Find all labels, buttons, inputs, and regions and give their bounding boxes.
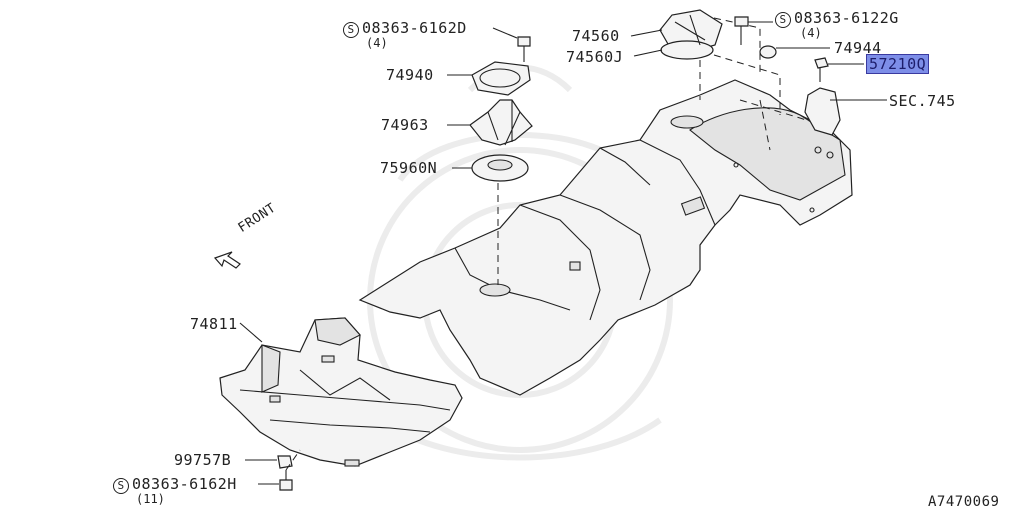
grommet-74944-drawing (759, 45, 830, 59)
label-75960n[interactable]: 75960N (380, 159, 438, 177)
label-74560j[interactable]: 74560J (566, 48, 624, 66)
label-74944[interactable]: 74944 (834, 39, 882, 57)
front-arrow-icon (213, 251, 241, 269)
qty-bolt-6162h: (11) (136, 492, 165, 506)
qty-bolt-6162d: (4) (366, 36, 388, 50)
label-74560[interactable]: 74560 (572, 27, 620, 45)
nut-99757b-drawing (245, 455, 293, 469)
qty-bolt-6122g: (4) (800, 26, 822, 40)
shift-boot-drawing (659, 9, 831, 151)
label-74811[interactable]: 74811 (190, 315, 238, 333)
s-symbol-icon: S (113, 478, 129, 494)
label-99757b[interactable]: 99757B (174, 451, 232, 469)
s-symbol-icon: S (343, 22, 359, 38)
bolt-6162d-drawing (492, 27, 531, 62)
label-sec745[interactable]: SEC.745 (889, 92, 956, 110)
bolt-6162h-drawing (258, 449, 301, 491)
leader-lines (239, 29, 663, 343)
under-cover-drawing (219, 317, 463, 467)
figure-code: A7470069 (928, 494, 1000, 510)
bracket-sec745-drawing (804, 87, 887, 136)
label-74963[interactable]: 74963 (381, 116, 429, 134)
bolt-top-right-drawing (734, 16, 773, 45)
label-57210q[interactable]: 57210Q (866, 54, 930, 74)
s-symbol-icon: S (775, 12, 791, 28)
label-74940[interactable]: 74940 (386, 66, 434, 84)
clip-57210q-drawing (814, 57, 864, 82)
boot-parts-drawing (469, 61, 533, 285)
floor-carpet-drawing (358, 79, 853, 396)
